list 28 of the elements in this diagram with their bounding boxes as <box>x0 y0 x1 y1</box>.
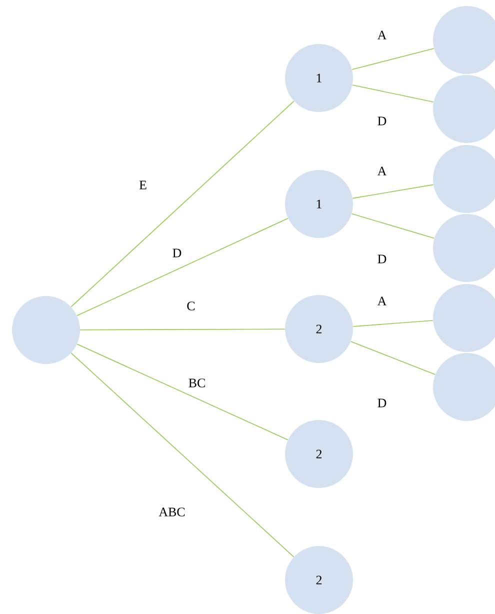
circle-node: 2 <box>285 295 353 363</box>
circle-node: 1 <box>285 44 353 112</box>
circle-node: 2 <box>285 420 353 488</box>
edge-label: C <box>187 302 195 310</box>
branch-line <box>352 184 434 199</box>
edge-label: ABC <box>158 508 185 516</box>
branch-line <box>350 341 436 375</box>
branch-line <box>80 328 286 330</box>
branch-line <box>76 218 288 316</box>
branch-line <box>352 84 434 102</box>
branch-line <box>76 344 288 440</box>
circle-node: 1 <box>285 170 353 238</box>
edge-label: A <box>377 30 387 40</box>
branch-line <box>352 48 434 70</box>
branch-line <box>70 352 294 558</box>
edge-label: BC <box>188 378 205 388</box>
edge-label: D <box>378 254 386 264</box>
edge-label: A <box>377 296 387 306</box>
edge-label: D <box>378 398 386 408</box>
edge-label: E <box>139 180 146 190</box>
empty-circle <box>12 296 80 364</box>
branch-line <box>70 100 294 308</box>
branch-line <box>352 320 434 327</box>
circle-node: 2 <box>285 546 353 614</box>
edge-label: A <box>377 166 387 176</box>
branch-line <box>351 213 435 239</box>
edge-label: D <box>172 248 182 258</box>
edge-label: D <box>378 116 386 126</box>
